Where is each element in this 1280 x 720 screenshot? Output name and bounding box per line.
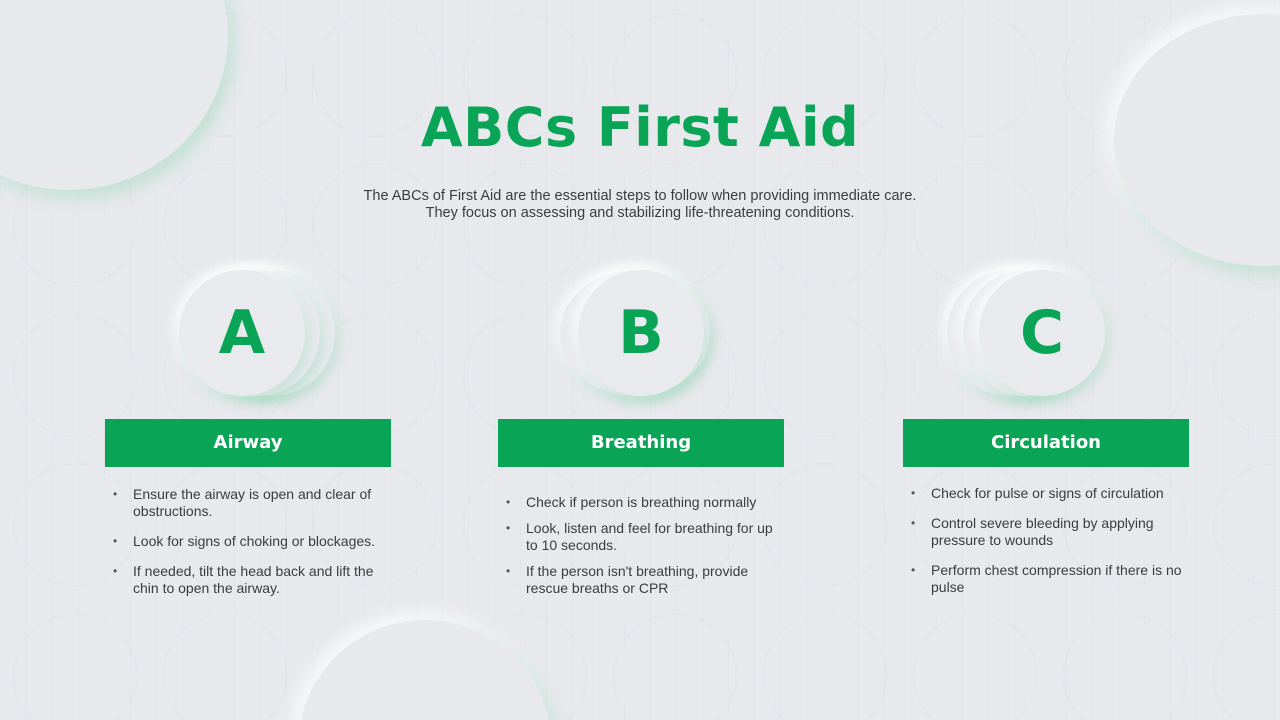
- badge-letter: B: [618, 298, 664, 368]
- letter-badge-a: A: [179, 270, 349, 400]
- list-item: Perform chest compression if there is no…: [911, 562, 1191, 596]
- letter-badge-b: B: [560, 270, 730, 400]
- heading-breathing: Breathing: [498, 419, 784, 467]
- list-item: If needed, tilt the head back and lift t…: [113, 563, 393, 597]
- list-item: If the person isn't breathing, provide r…: [506, 563, 786, 597]
- badge-ring-front: [979, 270, 1105, 396]
- breathing-bullet-list: Check if person is breathing normally Lo…: [506, 494, 786, 610]
- list-item: Ensure the airway is open and clear of o…: [113, 486, 393, 520]
- heading-circulation: Circulation: [903, 419, 1189, 467]
- heading-airway: Airway: [105, 419, 391, 467]
- list-item: Look, listen and feel for breathing for …: [506, 520, 786, 554]
- badge-ring-front: [578, 270, 704, 396]
- slide-subtitle: The ABCs of First Aid are the essential …: [0, 188, 1280, 222]
- circulation-bullet-list: Check for pulse or signs of circulation …: [911, 485, 1191, 609]
- letter-badge-c: C: [947, 270, 1117, 400]
- airway-bullet-list: Ensure the airway is open and clear of o…: [113, 486, 393, 610]
- badge-letter: C: [1019, 298, 1065, 368]
- subtitle-line-1: The ABCs of First Aid are the essential …: [363, 188, 917, 204]
- list-item: Control severe bleeding by applying pres…: [911, 515, 1191, 549]
- badge-letter: A: [218, 298, 266, 368]
- list-item: Check for pulse or signs of circulation: [911, 485, 1191, 502]
- badge-ring-front: [179, 270, 305, 396]
- slide-title: ABCs First Aid: [420, 96, 860, 159]
- list-item: Check if person is breathing normally: [506, 494, 786, 511]
- list-item: Look for signs of choking or blockages.: [113, 533, 393, 550]
- subtitle-line-2: They focus on assessing and stabilizing …: [425, 205, 855, 221]
